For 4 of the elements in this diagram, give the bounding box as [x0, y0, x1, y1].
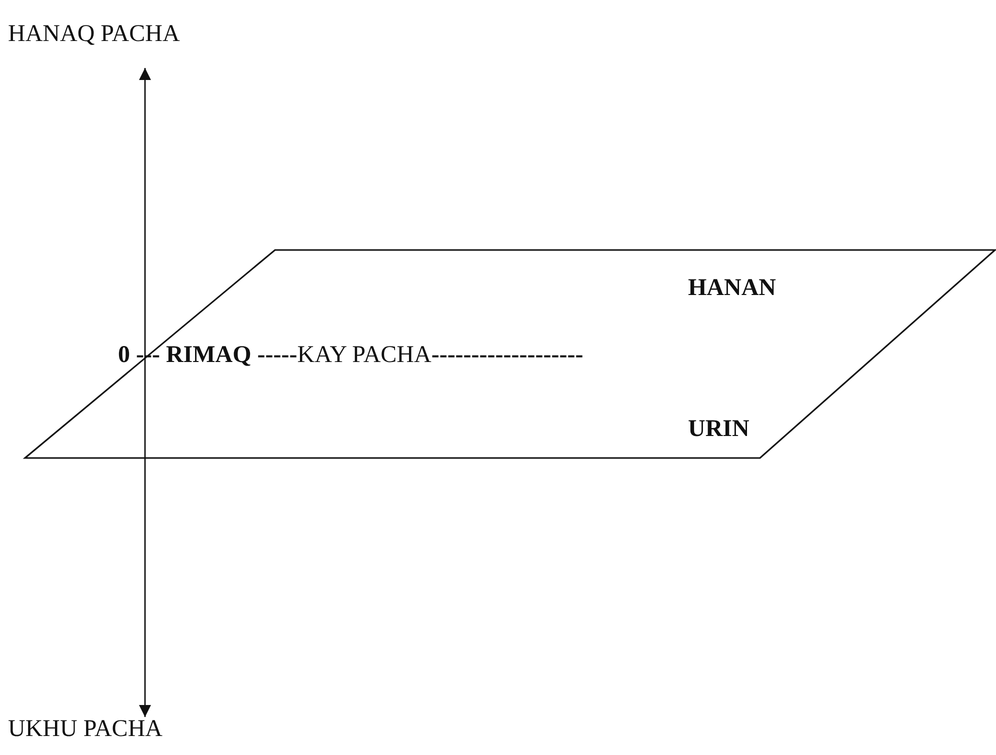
region-label: HANAN [688, 274, 776, 302]
world-label: HANAQ PACHA [8, 20, 180, 48]
region-label: URIN [688, 415, 750, 443]
world-label: UKHU PACHA [8, 715, 162, 743]
